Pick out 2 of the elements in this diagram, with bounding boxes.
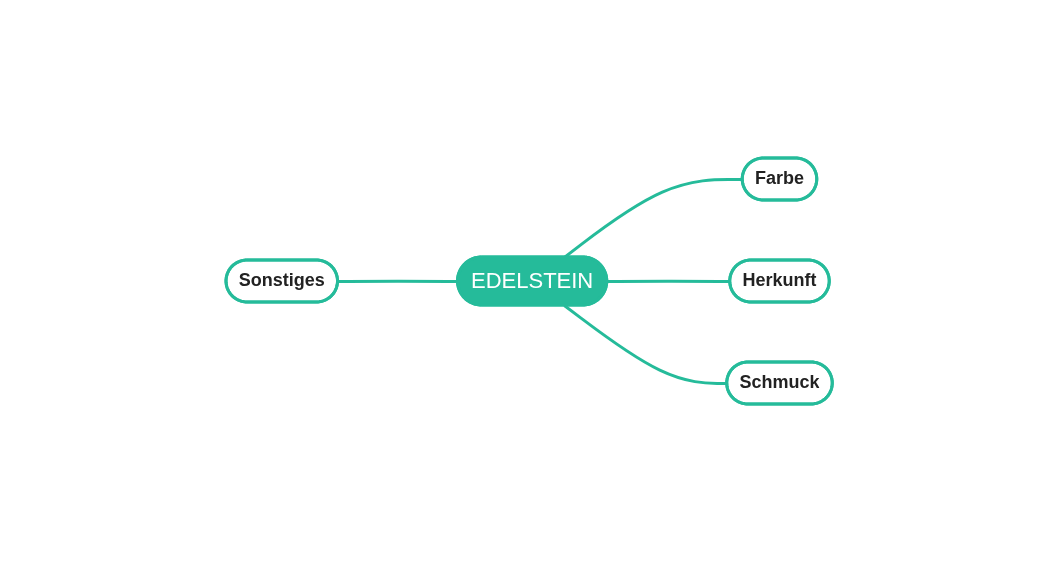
connector: [338, 279, 459, 283]
connector: [607, 279, 731, 283]
